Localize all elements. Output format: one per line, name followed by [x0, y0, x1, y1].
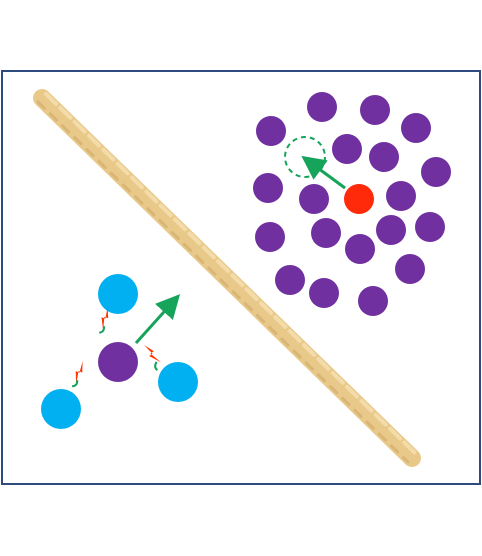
purple-particle [401, 113, 431, 143]
purple-particle [395, 254, 425, 284]
barrier-strip [33, 89, 421, 467]
purple-particle [275, 265, 305, 295]
purple-particle [311, 218, 341, 248]
red-particle [344, 184, 374, 214]
purple-particle [299, 184, 329, 214]
isolated-purple-particle [98, 342, 138, 382]
lightning-bolt-icon [99, 306, 109, 334]
purple-particle [255, 222, 285, 252]
purple-particle [415, 212, 445, 242]
purple-particle [358, 286, 388, 316]
blue-particle [158, 362, 198, 402]
purple-particle [309, 278, 339, 308]
purple-particle [376, 215, 406, 245]
blue-particle [41, 389, 81, 429]
purple-particle [345, 234, 375, 264]
red-move-arrow-icon [301, 155, 346, 190]
purple-particle [332, 134, 362, 164]
purple-particle [369, 142, 399, 172]
purple-cluster [253, 92, 451, 316]
purple-particle [307, 92, 337, 122]
lightning-bolt-icon [71, 361, 83, 388]
purple-particle [253, 173, 283, 203]
escape-arrow-icon [134, 294, 181, 345]
purple-particle [360, 95, 390, 125]
purple-particle [386, 181, 416, 211]
purple-particle [256, 116, 286, 146]
blue-particle [98, 274, 138, 314]
purple-particle [421, 157, 451, 187]
